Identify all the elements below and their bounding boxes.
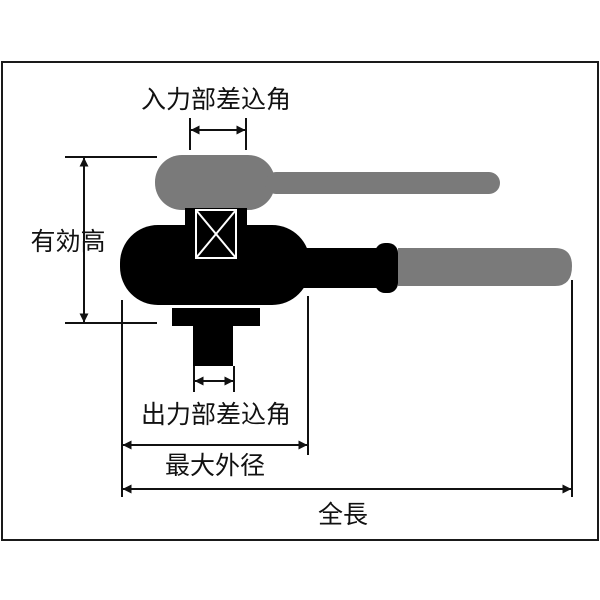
reaction-arm-handle <box>398 248 572 286</box>
label-effective-height: 有効高 <box>30 227 105 256</box>
label-overall-length: 全長 <box>318 500 368 529</box>
output-flange <box>172 308 260 326</box>
label-input-square-drive: 入力部差込角 <box>141 85 291 114</box>
input-ratchet-handle <box>155 155 500 210</box>
tool-illustration <box>120 155 572 366</box>
input-adapter-block <box>185 208 247 226</box>
input-square-drive-icon <box>195 209 237 259</box>
diagram-frame <box>1 61 599 541</box>
output-square-drive <box>193 326 233 366</box>
dimension-lines <box>65 118 573 497</box>
label-max-outer-diameter: 最大外径 <box>165 451 265 480</box>
label-output-square-drive: 出力部差込角 <box>141 400 291 429</box>
multiplier-body <box>120 225 398 305</box>
